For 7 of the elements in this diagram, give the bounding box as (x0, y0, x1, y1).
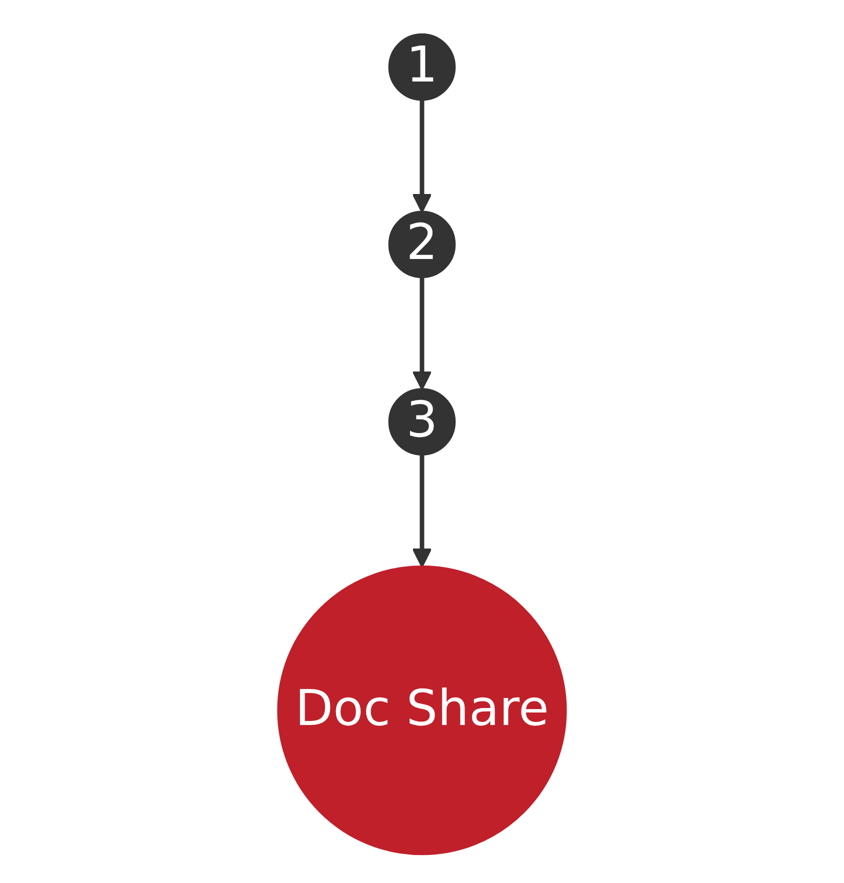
arrow (412, 99, 432, 212)
node-circle: Doc Share (277, 565, 567, 855)
node-circle: 2 (388, 210, 456, 278)
node-circle: 1 (388, 32, 456, 100)
node-circle: 3 (388, 388, 456, 455)
arrow (412, 276, 432, 390)
arrow (412, 454, 432, 568)
